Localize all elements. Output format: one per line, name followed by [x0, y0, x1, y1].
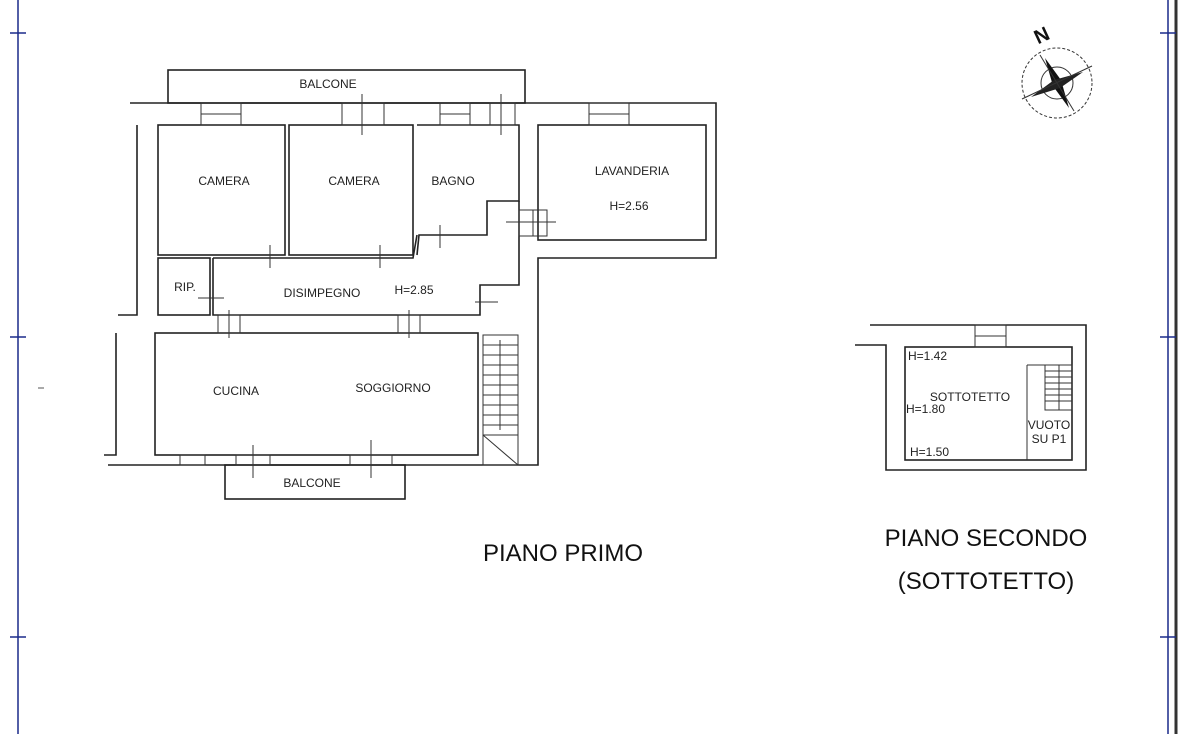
room-camera-2: [288, 124, 414, 256]
label-h-150: H=1.50: [910, 445, 949, 459]
title-piano-secondo: PIANO SECONDO: [885, 525, 1088, 552]
north-compass-icon: N: [1021, 23, 1093, 119]
piano-secondo-plan: H=1.42 SOTTOTETTO H=1.80 H=1.50 VUOTO SU…: [855, 324, 1088, 595]
windows-doors: [179, 94, 630, 478]
label-disimpegno: DISIMPEGNO: [284, 286, 361, 300]
stairs-upper: [1044, 364, 1073, 411]
label-cucina: CUCINA: [213, 384, 259, 398]
label-vuoto: VUOTO: [1028, 418, 1070, 432]
label-lavanderia: LAVANDERIA: [595, 164, 669, 178]
room-camera-1: [157, 124, 286, 256]
label-disimpegno-height: H=2.85: [394, 283, 433, 297]
title-piano-primo: PIANO PRIMO: [483, 540, 643, 567]
label-h-180: H=1.80: [906, 402, 945, 416]
room-cucina-soggiorno: [154, 332, 479, 456]
label-balcone-bottom: BALCONE: [283, 476, 340, 490]
label-soggiorno: SOGGIORNO: [355, 381, 430, 395]
label-su-p1: SU P1: [1032, 432, 1067, 446]
piano-primo-plan: BALCONE CAMERA CAMERA BAGNO LAVANDERIA H…: [104, 69, 717, 567]
drawing-frame: [10, 0, 1178, 734]
label-balcone-top: BALCONE: [299, 77, 356, 91]
label-lavanderia-height: H=2.56: [609, 199, 648, 213]
stairs: [482, 334, 519, 466]
label-sottotetto: SOTTOTETTO: [930, 390, 1010, 404]
label-camera-1: CAMERA: [198, 174, 249, 188]
compass-north-label: N: [1031, 23, 1053, 49]
label-h-142: H=1.42: [908, 349, 947, 363]
label-rip: RIP.: [174, 280, 196, 294]
balcone-bottom: [224, 464, 406, 500]
label-bagno: BAGNO: [431, 174, 474, 188]
label-camera-2: CAMERA: [328, 174, 379, 188]
room-rip: [157, 257, 211, 316]
room-lavanderia: [537, 124, 707, 241]
subtitle-sottotetto: (SOTTOTETTO): [898, 568, 1074, 595]
